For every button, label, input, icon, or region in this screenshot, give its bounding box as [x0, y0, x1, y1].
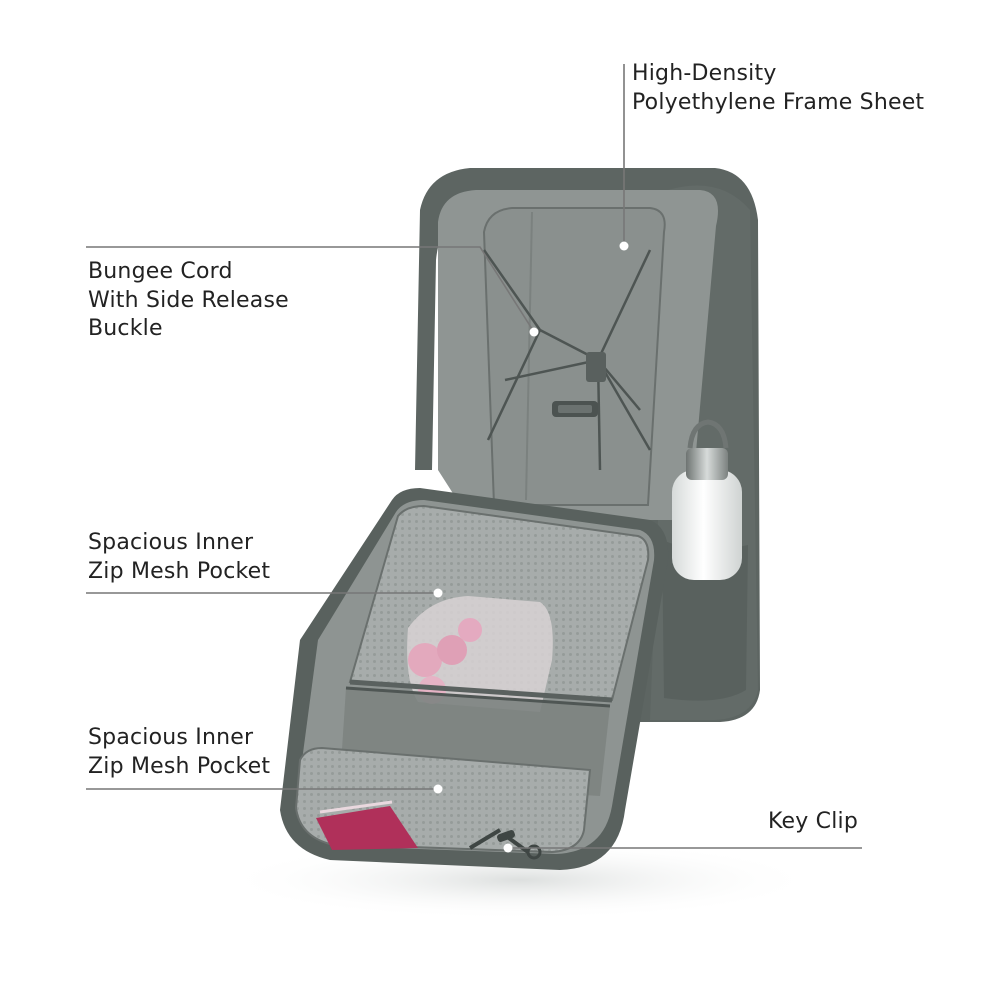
key-clip [497, 830, 542, 860]
frame-sheet-panel [482, 207, 666, 506]
callout-dot-key [503, 843, 513, 853]
callout-label-inner-mesh-pocket-upper: Spacious Inner Zip Mesh Pocket [88, 530, 271, 584]
callout-line-bungee [86, 246, 535, 333]
callout-dot-mesh2 [433, 784, 443, 794]
callout-label-inner-mesh-pocket-lower: Spacious Inner Zip Mesh Pocket [88, 725, 271, 779]
passport [316, 806, 418, 850]
callout-dot-frame [619, 241, 629, 251]
callout-dot-bungee [529, 327, 539, 337]
callout-label-key-clip: Key Clip [768, 809, 859, 834]
callout-dots [433, 241, 629, 853]
water-bottle [672, 419, 742, 580]
callout-dot-mesh1 [433, 588, 443, 598]
callout-label-frame-sheet: High-Density Polyethylene Frame Sheet [632, 61, 925, 115]
callout-label-bungee-cord: Bungee Cord With Side Release Buckle [88, 259, 289, 341]
callout-lines [86, 64, 862, 849]
side-pocket [662, 540, 748, 701]
